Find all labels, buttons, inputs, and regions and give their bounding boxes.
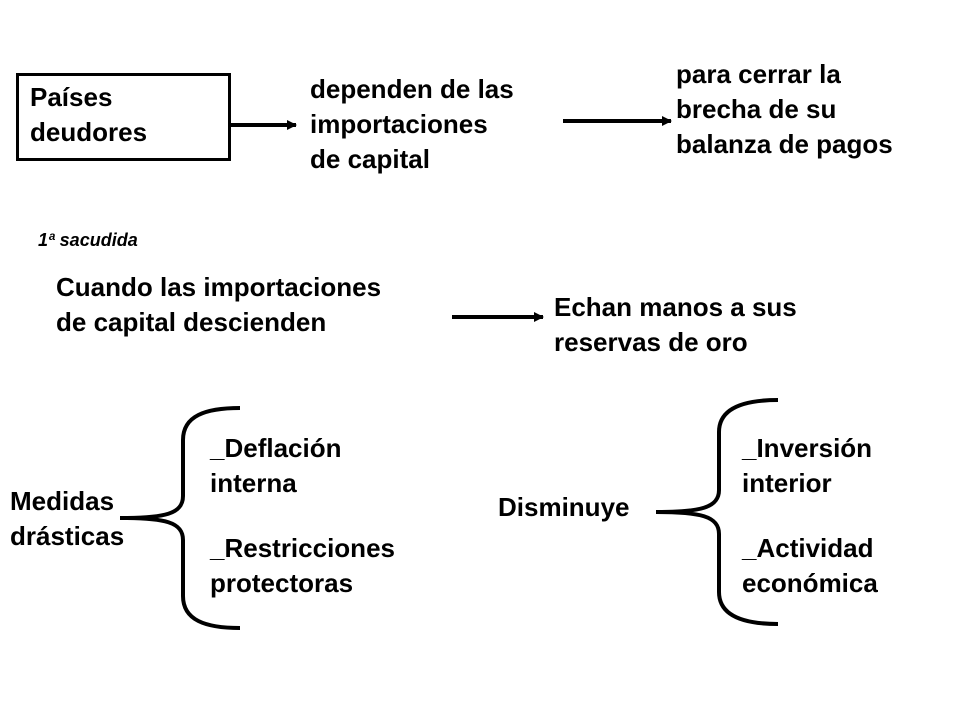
medidas-line-2: drásticas [10, 521, 125, 551]
actividad-line-1: _Actividad [742, 533, 874, 563]
middle-line-3: de capital [310, 144, 430, 174]
box-line-2: deudores [30, 117, 148, 147]
medidas-line-1: Medidas [10, 486, 115, 516]
inversion-line-2: interior [742, 468, 832, 498]
inversion-line-1: _Inversión [742, 433, 873, 463]
actividad-item: _Actividad económica [742, 531, 878, 601]
right-line-3: balanza de pagos [676, 129, 893, 159]
actividad-line-2: económica [742, 568, 878, 598]
cerrar-brecha-text: para cerrar la brecha de su balanza de p… [676, 57, 893, 162]
box-line-1: Países [30, 82, 113, 112]
deflacion-item: _Deflación interna [210, 431, 342, 501]
restricciones-line-2: protectoras [210, 568, 354, 598]
restricciones-item: _Restricciones protectoras [210, 531, 395, 601]
middle-line-2: importaciones [310, 109, 488, 139]
inversion-item: _Inversión interior [742, 431, 872, 501]
row2-left-line-1: Cuando las importaciones [56, 272, 382, 302]
importaciones-descienden-text: Cuando las importaciones de capital desc… [56, 270, 381, 340]
row2-left-line-2: de capital descienden [56, 307, 327, 337]
importaciones-capital-text: dependen de las importaciones de capital [310, 72, 514, 177]
deflacion-line-1: _Deflación [210, 433, 342, 463]
right-line-2: brecha de su [676, 94, 837, 124]
deflacion-line-2: interna [210, 468, 297, 498]
paises-deudores-text: Países deudores [30, 80, 147, 150]
left-curly-brace [119, 406, 241, 630]
disminuye-label: Disminuye [498, 492, 630, 522]
row2-right-line-1: Echan manos a sus [554, 292, 797, 322]
medidas-drasticas-label: Medidas drásticas [10, 484, 124, 554]
paises-deudores-box [16, 73, 231, 161]
restricciones-line-1: _Restricciones [210, 533, 395, 563]
sacudida-label: 1ª sacudida [38, 230, 138, 250]
reservas-oro-text: Echan manos a sus reservas de oro [554, 290, 797, 360]
row2-right-line-2: reservas de oro [554, 327, 748, 357]
right-curly-brace [655, 398, 779, 626]
middle-line-1: dependen de las [310, 74, 514, 104]
right-line-1: para cerrar la [676, 59, 841, 89]
